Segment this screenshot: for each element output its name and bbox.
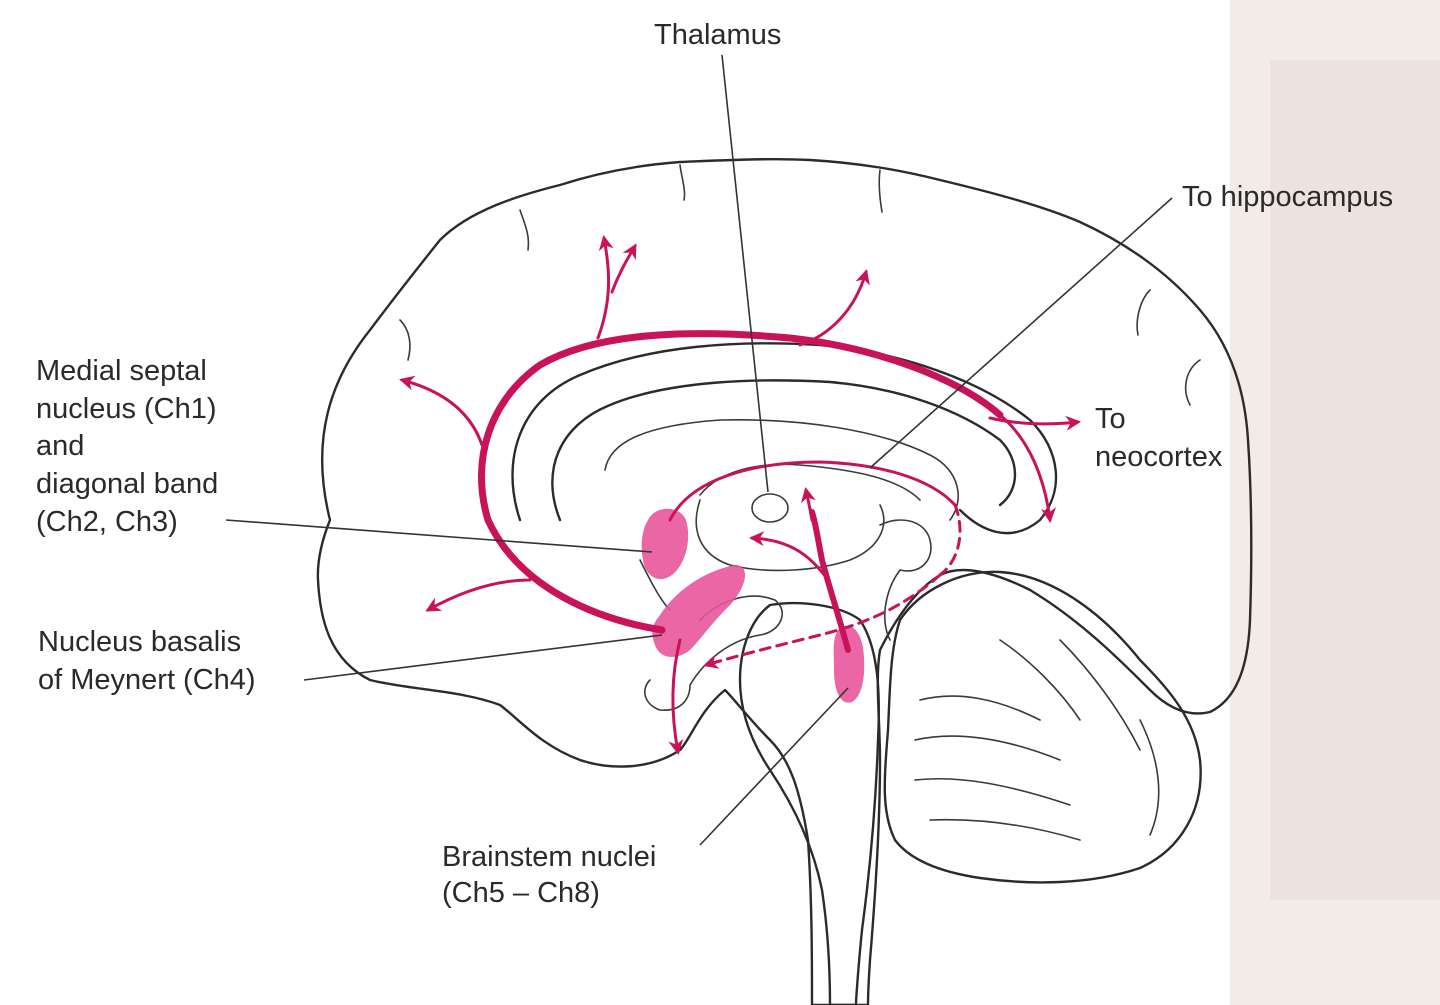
basalis-label-group: Nucleus basalis of Meynert (Ch4) — [38, 626, 256, 696]
basalis-label-line1: Nucleus basalis — [38, 626, 241, 658]
brainstem-dashed-projection — [703, 573, 942, 669]
main-projection-arc — [478, 330, 1004, 634]
thalamus-leader — [721, 54, 769, 493]
to-hippocampus-pathway — [668, 460, 957, 522]
brainstem-label-line1: Brainstem nuclei — [442, 841, 656, 873]
septal-label-line2: nucleus (Ch1) — [36, 393, 217, 425]
thalamus-label: Thalamus — [654, 19, 781, 51]
descending-right-arrow — [998, 413, 1056, 523]
basal-descending-arrow — [668, 638, 684, 755]
basalis-label-line2: of Meynert (Ch4) — [38, 664, 256, 696]
to-hippocampus-label: To hippocampus — [1182, 181, 1393, 213]
brainstem-to-thalamus-arrow — [749, 531, 830, 582]
thalamus-nucleus — [751, 493, 789, 523]
midbrain-folds — [879, 519, 932, 641]
pathways — [399, 235, 1081, 755]
page-background-strip-2 — [1270, 60, 1440, 900]
septal-label-line4: diagonal band — [36, 468, 218, 500]
hippocampus-leader — [869, 197, 1173, 469]
cerebellum-outline — [883, 570, 1202, 884]
cortical-sulci — [399, 164, 1201, 406]
septal-label-line3: and — [36, 430, 84, 462]
corpus-callosum — [511, 342, 1058, 535]
branch-left-lower — [425, 578, 532, 612]
septal-label-group: Medial septal nucleus (Ch1) and diagonal… — [36, 355, 218, 538]
to-hippocampus-dashed — [938, 503, 962, 577]
cerebrum-outline — [316, 157, 1253, 1005]
brainstem-label-line2: (Ch5 – Ch8) — [442, 877, 600, 909]
fornix — [604, 418, 959, 521]
brainstem-label-group: Brainstem nuclei (Ch5 – Ch8) — [442, 841, 656, 909]
brainstem-nucleus-blob — [833, 625, 865, 703]
leader-lines — [225, 54, 1173, 846]
brainstem-ascending-main — [809, 509, 851, 653]
pituitary-region — [644, 595, 783, 711]
septal-leader — [225, 519, 653, 553]
medial-septal-nucleus-blob — [641, 508, 689, 580]
basalis-leader — [303, 634, 663, 681]
septal-label-line1: Medial septal — [36, 355, 207, 387]
brainstem-ascending-tip — [800, 487, 816, 522]
branch-left-upper — [399, 375, 484, 447]
thalamus-shape — [695, 499, 885, 572]
brainstem-leader — [699, 687, 849, 846]
to-neocortex-arrow — [988, 415, 1081, 431]
branch-up-left-secondary — [610, 243, 637, 294]
branch-up-right — [798, 269, 870, 347]
corpus-callosum-inner — [551, 379, 1017, 522]
to-neocortex-label-line1: To — [1095, 403, 1126, 435]
nucleus-basalis-blob — [652, 565, 746, 657]
septal-label-line5: (Ch2, Ch3) — [36, 506, 178, 538]
to-neocortex-label-line2: neocortex — [1095, 441, 1223, 473]
cerebellum-folia — [914, 639, 1160, 841]
branch-up-left — [596, 235, 614, 340]
